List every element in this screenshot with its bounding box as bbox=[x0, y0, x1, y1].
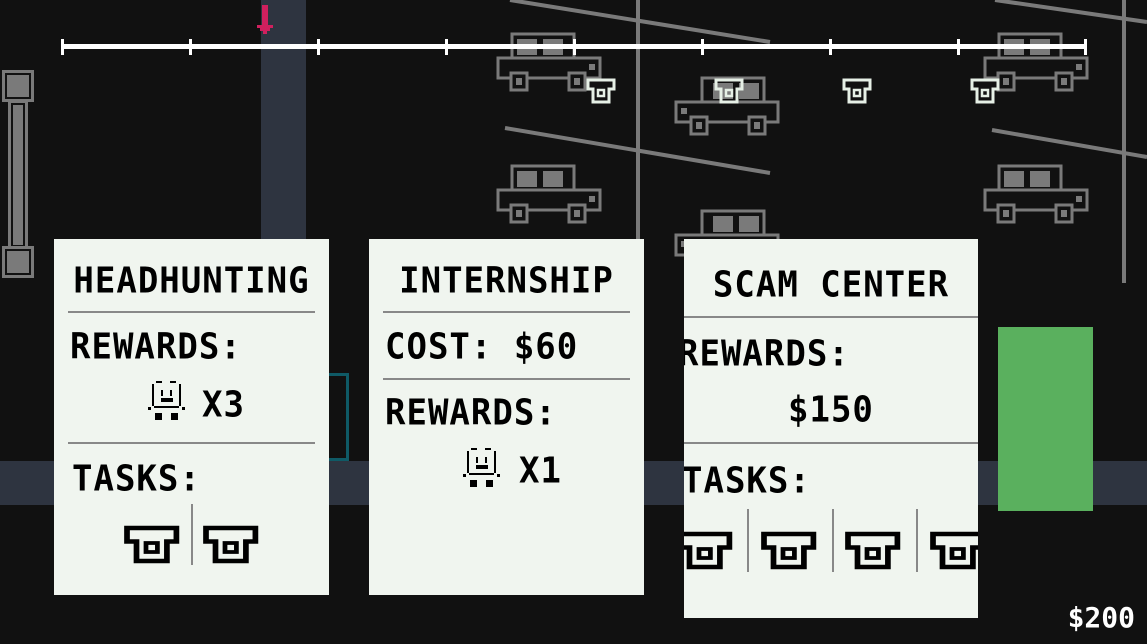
divider bbox=[832, 509, 834, 572]
phone-call-icon[interactable] bbox=[586, 78, 616, 104]
rewards-label: REWARDS: bbox=[70, 326, 242, 368]
divider bbox=[684, 316, 978, 318]
reward-money: $150 bbox=[788, 389, 874, 431]
reward-qty: X1 bbox=[519, 450, 562, 492]
tasks-label: TASKS: bbox=[684, 460, 811, 502]
cost-label: COST: $60 bbox=[385, 326, 579, 368]
phone-task-icon bbox=[684, 534, 732, 570]
card-title: SCAM CENTER bbox=[712, 264, 950, 306]
car bbox=[983, 164, 1089, 224]
phone-task-icon bbox=[848, 534, 900, 570]
divider bbox=[68, 442, 315, 444]
divider bbox=[916, 509, 918, 572]
slider-track[interactable] bbox=[8, 100, 28, 250]
phone-call-icon[interactable] bbox=[842, 78, 872, 104]
phone-task-icon bbox=[206, 528, 258, 564]
money-counter: $200 bbox=[1067, 601, 1135, 634]
divider bbox=[68, 311, 315, 313]
phone-call-icon[interactable] bbox=[714, 78, 744, 104]
worker-icon bbox=[463, 448, 500, 487]
card-title: INTERNSHIP bbox=[399, 260, 614, 302]
divider bbox=[747, 509, 749, 572]
timeline[interactable] bbox=[0, 0, 1147, 60]
rewards-label: REWARDS: bbox=[684, 333, 850, 375]
divider bbox=[191, 504, 193, 565]
phone-task-icon bbox=[933, 534, 978, 570]
job-card-scam-center[interactable]: SCAM CENTER REWARDS: $150 TASKS: bbox=[684, 239, 978, 618]
zoom-slider[interactable] bbox=[2, 70, 34, 278]
slider-top-handle[interactable] bbox=[2, 70, 34, 102]
divider bbox=[684, 442, 978, 444]
divider bbox=[383, 311, 630, 313]
wire-pole bbox=[1122, 0, 1126, 283]
phone-call-icon[interactable] bbox=[970, 78, 1000, 104]
timeline-marker-arrow-icon bbox=[257, 5, 273, 34]
job-card-internship[interactable]: INTERNSHIP COST: $60 REWARDS: X1 bbox=[369, 239, 644, 595]
card-title: HEADHUNTING bbox=[73, 260, 310, 302]
green-zone[interactable] bbox=[998, 327, 1093, 511]
reward-qty: X3 bbox=[202, 384, 245, 426]
tasks-label: TASKS: bbox=[72, 458, 201, 500]
divider bbox=[383, 378, 630, 380]
phone-task-icon bbox=[127, 528, 179, 564]
rewards-label: REWARDS: bbox=[385, 392, 557, 434]
wire-pole bbox=[636, 0, 640, 240]
car bbox=[496, 164, 602, 224]
job-card-headhunting[interactable]: HEADHUNTING REWARDS: X3 TASKS: bbox=[54, 239, 329, 595]
phone-task-icon bbox=[764, 534, 816, 570]
worker-icon bbox=[148, 381, 185, 420]
wires bbox=[504, 0, 1147, 175]
slider-bottom-handle[interactable] bbox=[2, 246, 34, 278]
vertical-road bbox=[261, 0, 306, 240]
